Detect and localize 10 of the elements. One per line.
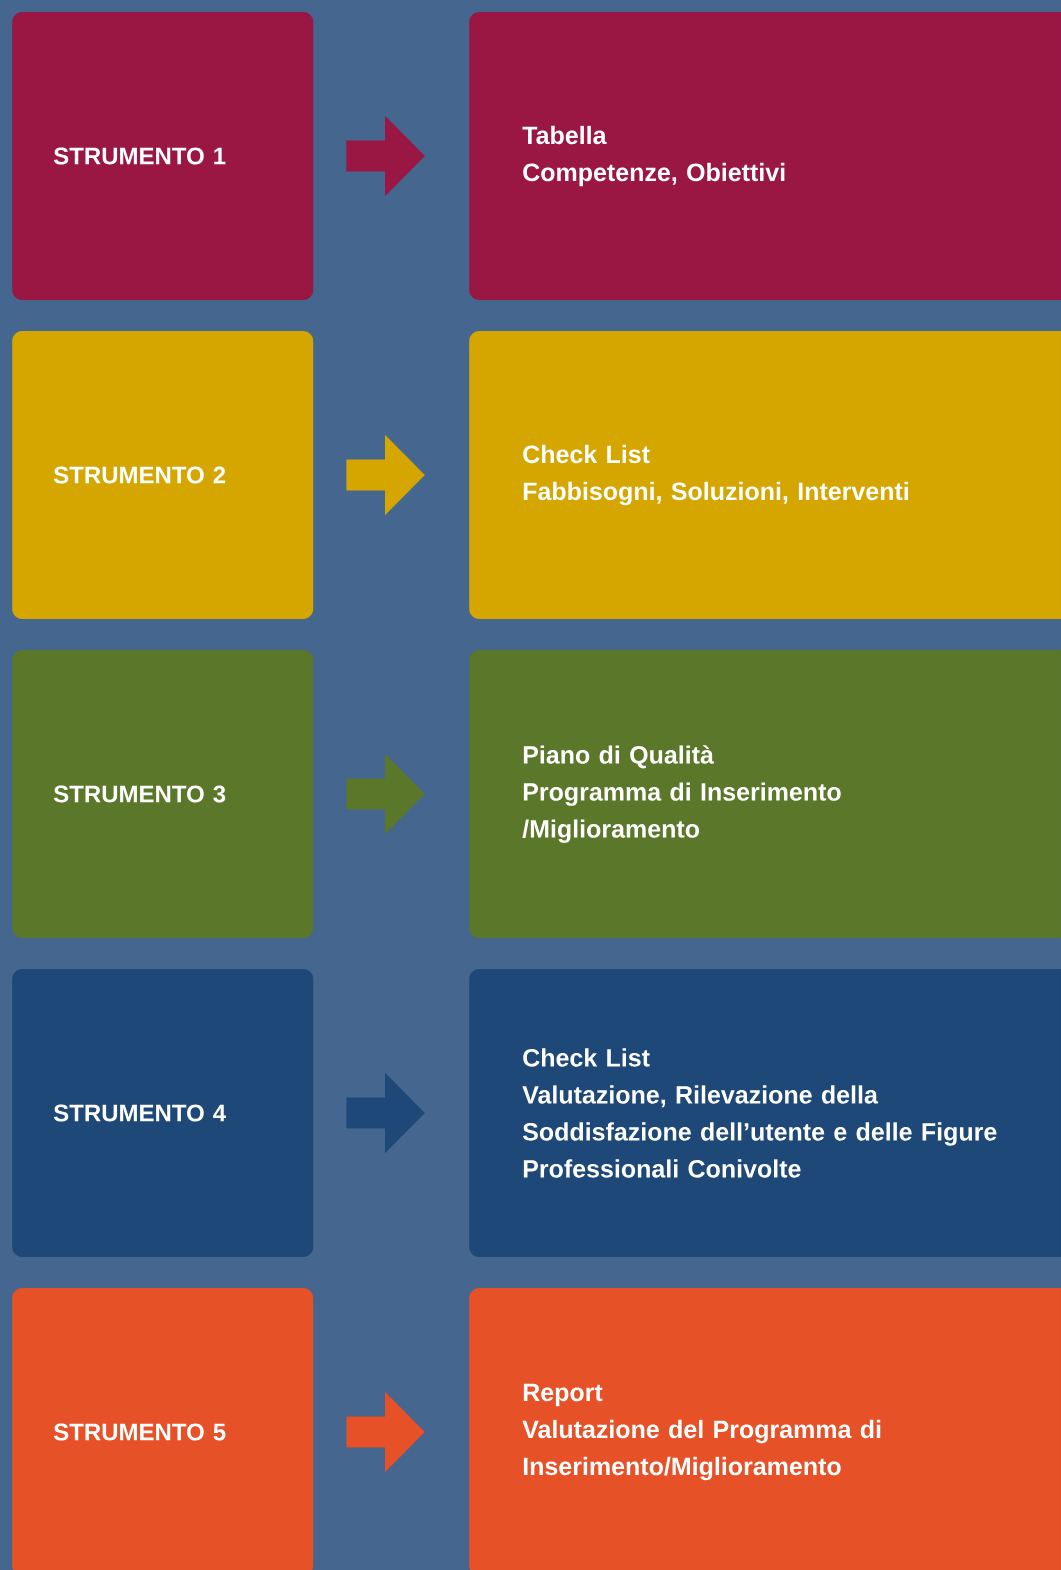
tool-box: STRUMENTO 5	[12, 1288, 314, 1570]
description-box: Check List Fabbisogni, Soluzioni, Interventi	[469, 331, 1061, 619]
description-box: Check List Valutazione, Rilevazione della Soddisfazione dell’utente e delle Figure Professionali Conivolte	[469, 969, 1061, 1257]
description-box: Tabella Competenze, Obiettivi	[469, 12, 1061, 300]
tool-box: STRUMENTO 3	[12, 650, 314, 938]
tool-box: STRUMENTO 2	[12, 331, 314, 619]
tool-box: STRUMENTO 1	[12, 12, 314, 300]
description-box: Piano di Qualità Programma di Inserimento /Miglioramento	[469, 650, 1061, 938]
tool-box: STRUMENTO 4	[12, 969, 314, 1257]
description-box: Report Valutazione del Programma di Inserimento/Miglioramento	[469, 1288, 1061, 1570]
